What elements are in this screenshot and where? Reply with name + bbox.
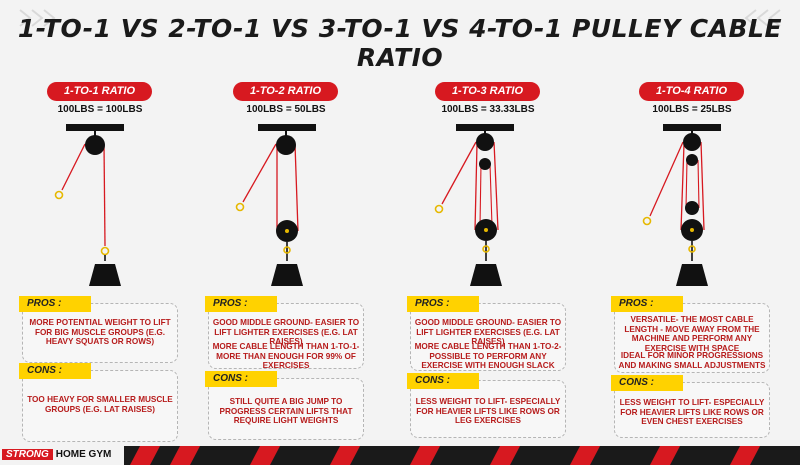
- cons-tag: CONS :: [407, 373, 479, 389]
- pulley-diagram-1-to-1: [54, 124, 124, 286]
- pros-text-2: IDEAL FOR MINOR PROGRESSIONS AND MAKING …: [618, 351, 766, 370]
- ratio-badge: 1-TO-4 RATIO: [639, 82, 744, 101]
- brand-strong: STRONG: [2, 449, 53, 460]
- ratio-value: 100LBS = 33.33LBS: [441, 104, 535, 115]
- pros-tag: PROS :: [19, 296, 91, 312]
- ratio-value: 100LBS = 25LBS: [652, 104, 732, 115]
- pros-box: PROS : GOOD MIDDLE GROUND- EASIER TO LIF…: [205, 296, 364, 370]
- pulley-diagram-1-to-4: [642, 124, 721, 286]
- cons-tag: CONS :: [611, 375, 683, 391]
- pros-box: PROS : GOOD MIDDLE GROUND- EASIER TO LIF…: [407, 296, 566, 371]
- pros-box: PROS : VERSATILE- THE MOST CABLE LENGTH …: [611, 296, 770, 373]
- pros-text-2: MORE CABLE LENGTH THAN 1-TO-2- POSSIBLE …: [414, 342, 562, 370]
- pulley-diagram-1-to-3: [434, 124, 514, 286]
- pros-box: PROS : MORE POTENTIAL WEIGHT TO LIFT FOR…: [19, 296, 178, 363]
- ratio-badge: 1-TO-3 RATIO: [435, 82, 540, 101]
- pros-tag: PROS :: [407, 296, 479, 312]
- pros-tag: PROS :: [611, 296, 683, 312]
- page-title: 1-TO-1 VS 2-TO-1 VS 3-TO-1 VS 4-TO-1 PUL…: [17, 14, 783, 72]
- cons-text: TOO HEAVY FOR SMALLER MUSCLE GROUPS (E.G…: [27, 395, 173, 414]
- pros-text-2: MORE CABLE LENGTH THAN 1-TO-1- MORE THAN…: [212, 342, 360, 370]
- cons-text: LESS WEIGHT TO LIFT- ESPECIALLY FOR HEAV…: [619, 398, 765, 426]
- pros-text: MORE POTENTIAL WEIGHT TO LIFT FOR BIG MU…: [29, 318, 171, 346]
- ratio-value: 100LBS = 100LBS: [57, 104, 143, 115]
- ratio-column-1-to-1: 1-TO-1 RATIO 100LBS = 100LBS PROS : MORE…: [0, 0, 200, 465]
- cons-text: LESS WEIGHT TO LIFT- ESPECIALLY FOR HEAV…: [415, 397, 561, 425]
- pros-tag: PROS :: [205, 296, 277, 312]
- cons-tag: CONS :: [205, 371, 277, 387]
- pros-text-1: VERSATILE- THE MOST CABLE LENGTH - MOVE …: [624, 315, 760, 353]
- ratio-badge: 1-TO-2 RATIO: [233, 82, 338, 101]
- brand-home-gym: HOME GYM: [55, 449, 112, 460]
- cons-box: CONS : STILL QUITE A BIG JUMP TO PROGRES…: [205, 371, 364, 440]
- pulley-diagram-1-to-2: [235, 124, 316, 286]
- cons-box: CONS : LESS WEIGHT TO LIFT- ESPECIALLY F…: [611, 375, 770, 438]
- ratio-column-1-to-3: 1-TO-3 RATIO 100LBS = 33.33LBS PROS : GO…: [388, 0, 588, 465]
- pros-text-1: GOOD MIDDLE GROUND- EASIER TO LIFT LIGHT…: [212, 318, 360, 346]
- cons-tag: CONS :: [19, 363, 91, 379]
- ratio-column-1-to-4: 1-TO-4 RATIO 100LBS = 25LBS PROS : VERSA…: [592, 0, 792, 465]
- ratio-column-1-to-2: 1-TO-2 RATIO 100LBS = 50LBS PROS : GOOD …: [186, 0, 386, 465]
- top-chevron-decoration: [19, 9, 781, 27]
- footer-stripe: [0, 446, 800, 465]
- cons-box: CONS : TOO HEAVY FOR SMALLER MUSCLE GROU…: [19, 363, 178, 442]
- ratio-badge: 1-TO-1 RATIO: [47, 82, 152, 101]
- cons-text: STILL QUITE A BIG JUMP TO PROGRESS CERTA…: [219, 397, 353, 425]
- pros-text-1: GOOD MIDDLE GROUND- EASIER TO LIFT LIGHT…: [414, 318, 562, 346]
- cons-box: CONS : LESS WEIGHT TO LIFT- ESPECIALLY F…: [407, 373, 566, 438]
- ratio-value: 100LBS = 50LBS: [246, 104, 326, 115]
